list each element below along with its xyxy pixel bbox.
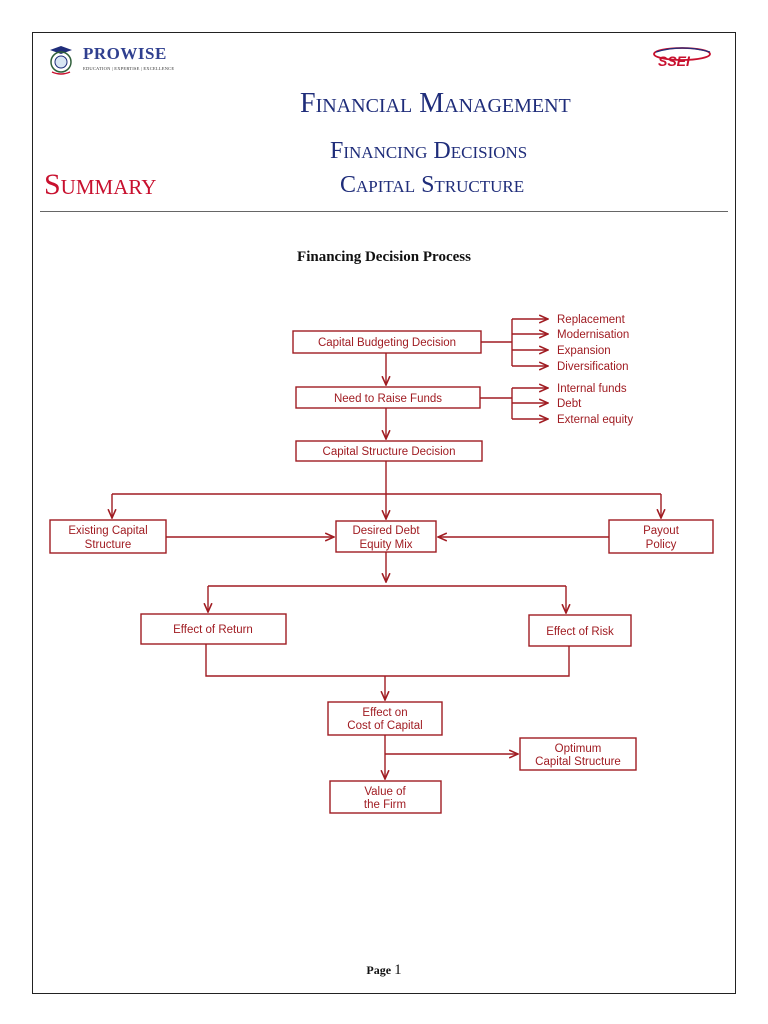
budgeting-branch: Diversification bbox=[557, 361, 629, 373]
page-subtitle-1: Financing Decisions bbox=[330, 138, 528, 164]
page-subtitle-2: Capital Structure bbox=[340, 172, 525, 198]
label-effect-return: Effect of Return bbox=[173, 624, 253, 636]
label-capital-budgeting: Capital Budgeting Decision bbox=[318, 337, 456, 349]
label-desired-1: Desired Debt bbox=[352, 525, 420, 537]
node-effect-return bbox=[140, 613, 287, 645]
page-frame bbox=[32, 32, 736, 994]
funding-branch: Internal funds bbox=[557, 383, 627, 395]
funding-branch: Debt bbox=[557, 398, 582, 410]
page-label: Page bbox=[366, 963, 392, 977]
prowise-emblem-icon bbox=[50, 46, 72, 75]
page-number-value: 1 bbox=[394, 962, 402, 978]
label-capital-structure: Capital Structure Decision bbox=[323, 446, 456, 458]
ssei-logo: SSEI bbox=[646, 42, 722, 76]
label-raise-funds: Need to Raise Funds bbox=[334, 393, 442, 405]
summary-label: Summary bbox=[44, 168, 157, 201]
page-number: Page 1 bbox=[0, 962, 768, 979]
funding-branch: External equity bbox=[557, 414, 633, 426]
label-effect-risk: Effect of Risk bbox=[546, 626, 614, 638]
label-existing-1: Existing Capital bbox=[68, 525, 147, 537]
budgeting-branch: Replacement bbox=[557, 314, 626, 326]
label-existing-2: Structure bbox=[85, 539, 132, 551]
header-divider bbox=[40, 211, 728, 212]
label-payout-2: Policy bbox=[646, 539, 677, 551]
diagram-title: Financing Decision Process bbox=[297, 249, 471, 265]
label-cost-2: Cost of Capital bbox=[347, 720, 422, 732]
label-desired-2: Equity Mix bbox=[359, 539, 412, 551]
label-optimum-2: Capital Structure bbox=[535, 756, 621, 768]
label-optimum-1: Optimum bbox=[555, 743, 602, 755]
label-value-1: Value of bbox=[364, 786, 406, 798]
ssei-swoosh-icon bbox=[653, 47, 711, 61]
node-value-firm bbox=[329, 780, 442, 814]
budgeting-branch: Modernisation bbox=[557, 329, 629, 341]
prowise-brand: PROWISE bbox=[83, 44, 167, 63]
prowise-tagline: EDUCATION | EXPERTISE | EXCELLENCE bbox=[83, 66, 175, 71]
node-optimum bbox=[519, 737, 637, 771]
label-value-2: the Firm bbox=[364, 799, 406, 811]
ssei-brand: SSEI bbox=[658, 53, 690, 69]
node-capital-structure bbox=[295, 440, 483, 462]
label-cost-1: Effect on bbox=[362, 707, 407, 719]
prowise-logo: PROWISE EDUCATION | EXPERTISE | EXCELLEN… bbox=[46, 42, 176, 78]
label-payout-1: Payout bbox=[643, 525, 680, 537]
budgeting-branch: Expansion bbox=[557, 345, 611, 357]
page-title: Financial Management bbox=[300, 88, 571, 119]
node-effect-risk bbox=[528, 614, 632, 647]
